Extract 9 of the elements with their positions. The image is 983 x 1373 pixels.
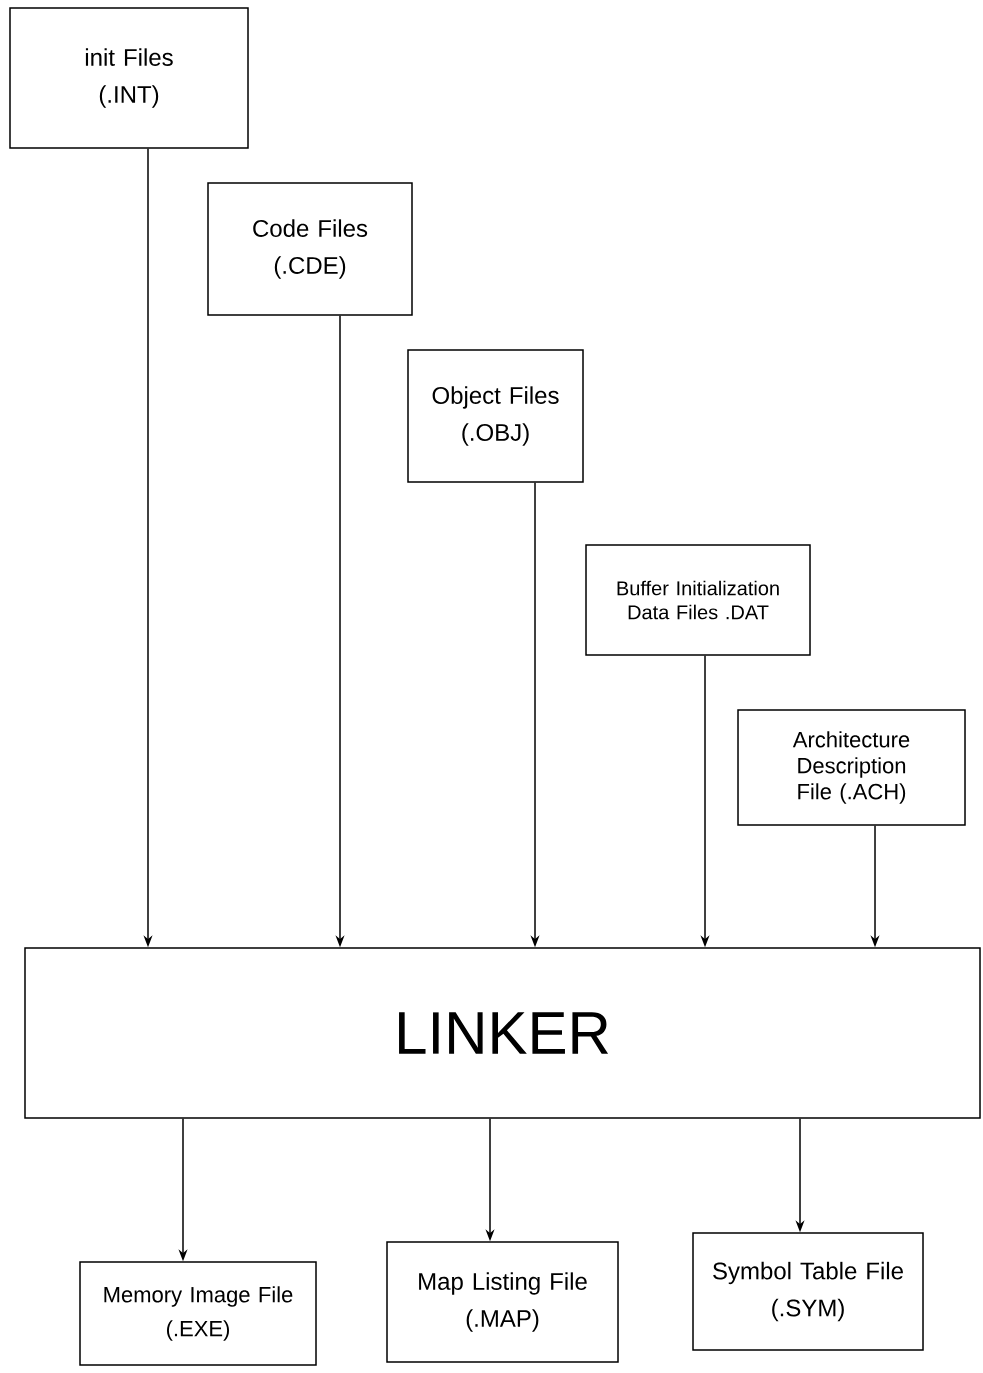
file-box: Map Listing File (.MAP): [386, 1241, 619, 1363]
file-box: Object Files (.OBJ): [407, 349, 584, 483]
file-box: Symbol Table File (.SYM): [692, 1232, 924, 1351]
file-box: Architecture Description File (.ACH): [737, 709, 966, 826]
file-box: Memory Image File (.EXE): [79, 1261, 317, 1366]
file-box: Buffer Initialization Data Files .DAT: [585, 544, 811, 656]
linker-box: LINKER: [24, 947, 981, 1119]
file-box: init Files (.INT): [9, 7, 249, 149]
file-box: Code Files (.CDE): [207, 182, 413, 316]
